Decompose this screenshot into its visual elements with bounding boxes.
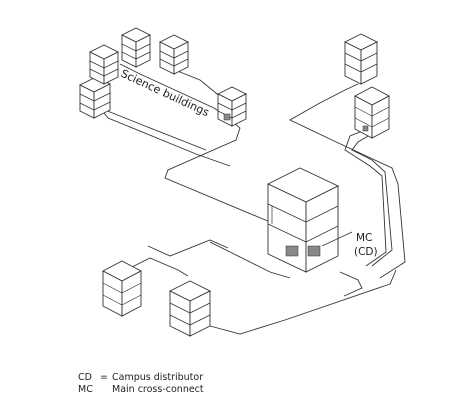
legend-row-mc: MC Main cross-connect (78, 384, 204, 396)
building-science-c (120, 27, 152, 68)
legend-row-cd: CD = Campus distributor (78, 372, 204, 384)
building-right-top (343, 33, 379, 85)
legend-text: Campus distributor (112, 372, 204, 383)
building-science-d (158, 34, 190, 75)
building-main-mc (266, 167, 353, 273)
legend: CD = Campus distributor MC Main cross-co… (78, 372, 204, 396)
legend-abbr: MC (78, 384, 93, 395)
legend-separator (96, 384, 112, 396)
building-bottom-left-b (168, 280, 212, 337)
building-right-middle (354, 86, 390, 139)
building-bottom-left-a (102, 260, 142, 317)
building-science-b (88, 44, 120, 85)
science-buildings-label: Science buildings (119, 67, 212, 119)
cd-label: (CD) (354, 246, 378, 258)
legend-separator: = (100, 372, 108, 383)
building-science-e (216, 86, 248, 127)
legend-abbr: CD (78, 372, 92, 383)
mc-label: MC (356, 232, 372, 244)
legend-text: Main cross-connect (112, 384, 204, 395)
